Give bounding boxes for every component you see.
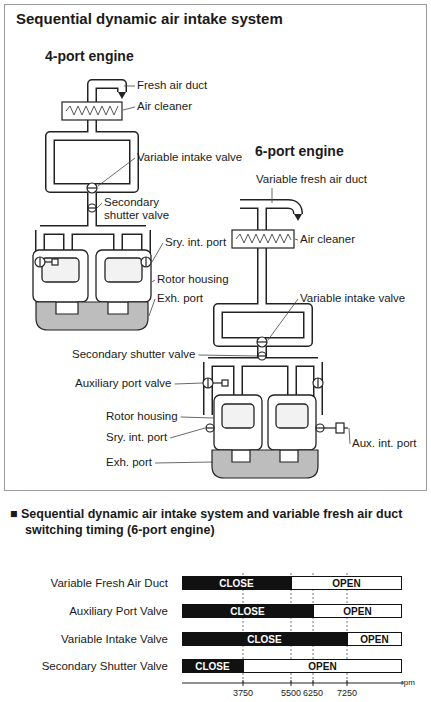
rpm-tick: 5500 bbox=[281, 688, 301, 699]
bar-state: CLOSE bbox=[230, 606, 264, 617]
rpm-tick: 3750 bbox=[233, 688, 253, 699]
rotor-housing bbox=[33, 250, 151, 302]
section-heading: ■ Sequential dynamic air intake system a… bbox=[10, 506, 420, 538]
leader-line bbox=[295, 239, 298, 240]
part-label: Fresh air duct bbox=[137, 79, 207, 92]
engine-heading: 4-port engine bbox=[45, 50, 134, 63]
exhaust-port bbox=[36, 302, 148, 330]
part-label: Auxiliary port valve bbox=[75, 377, 172, 390]
leader-line bbox=[97, 203, 102, 208]
row-label: Auxiliary Port Valve bbox=[69, 605, 168, 618]
rpm-tick: 6250 bbox=[303, 688, 323, 699]
title: Sequential dynamic air intake system bbox=[16, 10, 283, 28]
bar-state: CLOSE bbox=[219, 578, 253, 589]
leader-line bbox=[198, 355, 257, 356]
part-label: Secondary shutter valve bbox=[72, 348, 195, 361]
open-bar: OPEN bbox=[243, 659, 402, 673]
leader-line bbox=[170, 428, 205, 438]
row-label: Secondary Shutter Valve bbox=[42, 660, 168, 673]
leader-line bbox=[98, 158, 135, 186]
part-label: Secondary shutter valve bbox=[104, 196, 176, 222]
row-label: Variable Intake Valve bbox=[61, 633, 168, 646]
part-label: Exh. port bbox=[157, 292, 203, 305]
leader-line bbox=[175, 383, 203, 384]
part-label: Exh. port bbox=[106, 456, 152, 469]
leader-line bbox=[152, 243, 163, 262]
part-label: Variable intake valve bbox=[300, 292, 405, 305]
axis-unit: rpm bbox=[401, 677, 415, 688]
leader-line bbox=[155, 462, 213, 463]
valve-symbol bbox=[35, 183, 348, 433]
panel-border bbox=[5, 5, 427, 491]
leader-line bbox=[268, 299, 298, 340]
rpm-tick: 7250 bbox=[337, 688, 357, 699]
part-label: Sry. int. port bbox=[106, 431, 167, 444]
leader-line bbox=[349, 428, 350, 444]
open-bar: OPEN bbox=[347, 632, 402, 646]
leader-line bbox=[152, 280, 155, 282]
close-bar: CLOSE bbox=[182, 632, 347, 646]
bar-state: CLOSE bbox=[247, 634, 281, 645]
part-label: Air cleaner bbox=[137, 100, 192, 113]
bar-state: OPEN bbox=[343, 606, 371, 617]
rpm-axis bbox=[182, 683, 404, 684]
leader-line bbox=[149, 299, 155, 316]
bar-state: CLOSE bbox=[195, 661, 229, 672]
leader-line bbox=[123, 107, 135, 110]
close-bar: CLOSE bbox=[182, 659, 243, 673]
bar-state: OPEN bbox=[308, 661, 336, 672]
bar-state: OPEN bbox=[360, 634, 388, 645]
part-label: Sry. int. port bbox=[165, 236, 226, 249]
air-cleaner bbox=[232, 230, 294, 248]
close-bar: CLOSE bbox=[182, 576, 291, 590]
part-label: Rotor housing bbox=[157, 273, 229, 286]
leader-line bbox=[124, 86, 135, 87]
part-label: Variable fresh air duct bbox=[256, 173, 367, 186]
part-label: Variable intake valve bbox=[137, 151, 242, 164]
open-bar: OPEN bbox=[313, 604, 402, 618]
part-label: Rotor housing bbox=[106, 410, 178, 423]
close-bar: CLOSE bbox=[182, 604, 313, 618]
row-label: Variable Fresh Air Duct bbox=[51, 577, 168, 590]
leader-line bbox=[272, 188, 273, 203]
rotor-housing bbox=[214, 395, 316, 450]
air-cleaner bbox=[62, 102, 122, 120]
exhaust-port bbox=[212, 450, 318, 478]
open-bar: OPEN bbox=[291, 576, 402, 590]
engine-heading: 6-port engine bbox=[255, 145, 344, 158]
part-label: Aux. int. port bbox=[352, 437, 417, 450]
part-label: Air cleaner bbox=[300, 233, 355, 246]
leader-line bbox=[181, 417, 214, 418]
bar-state: OPEN bbox=[332, 578, 360, 589]
